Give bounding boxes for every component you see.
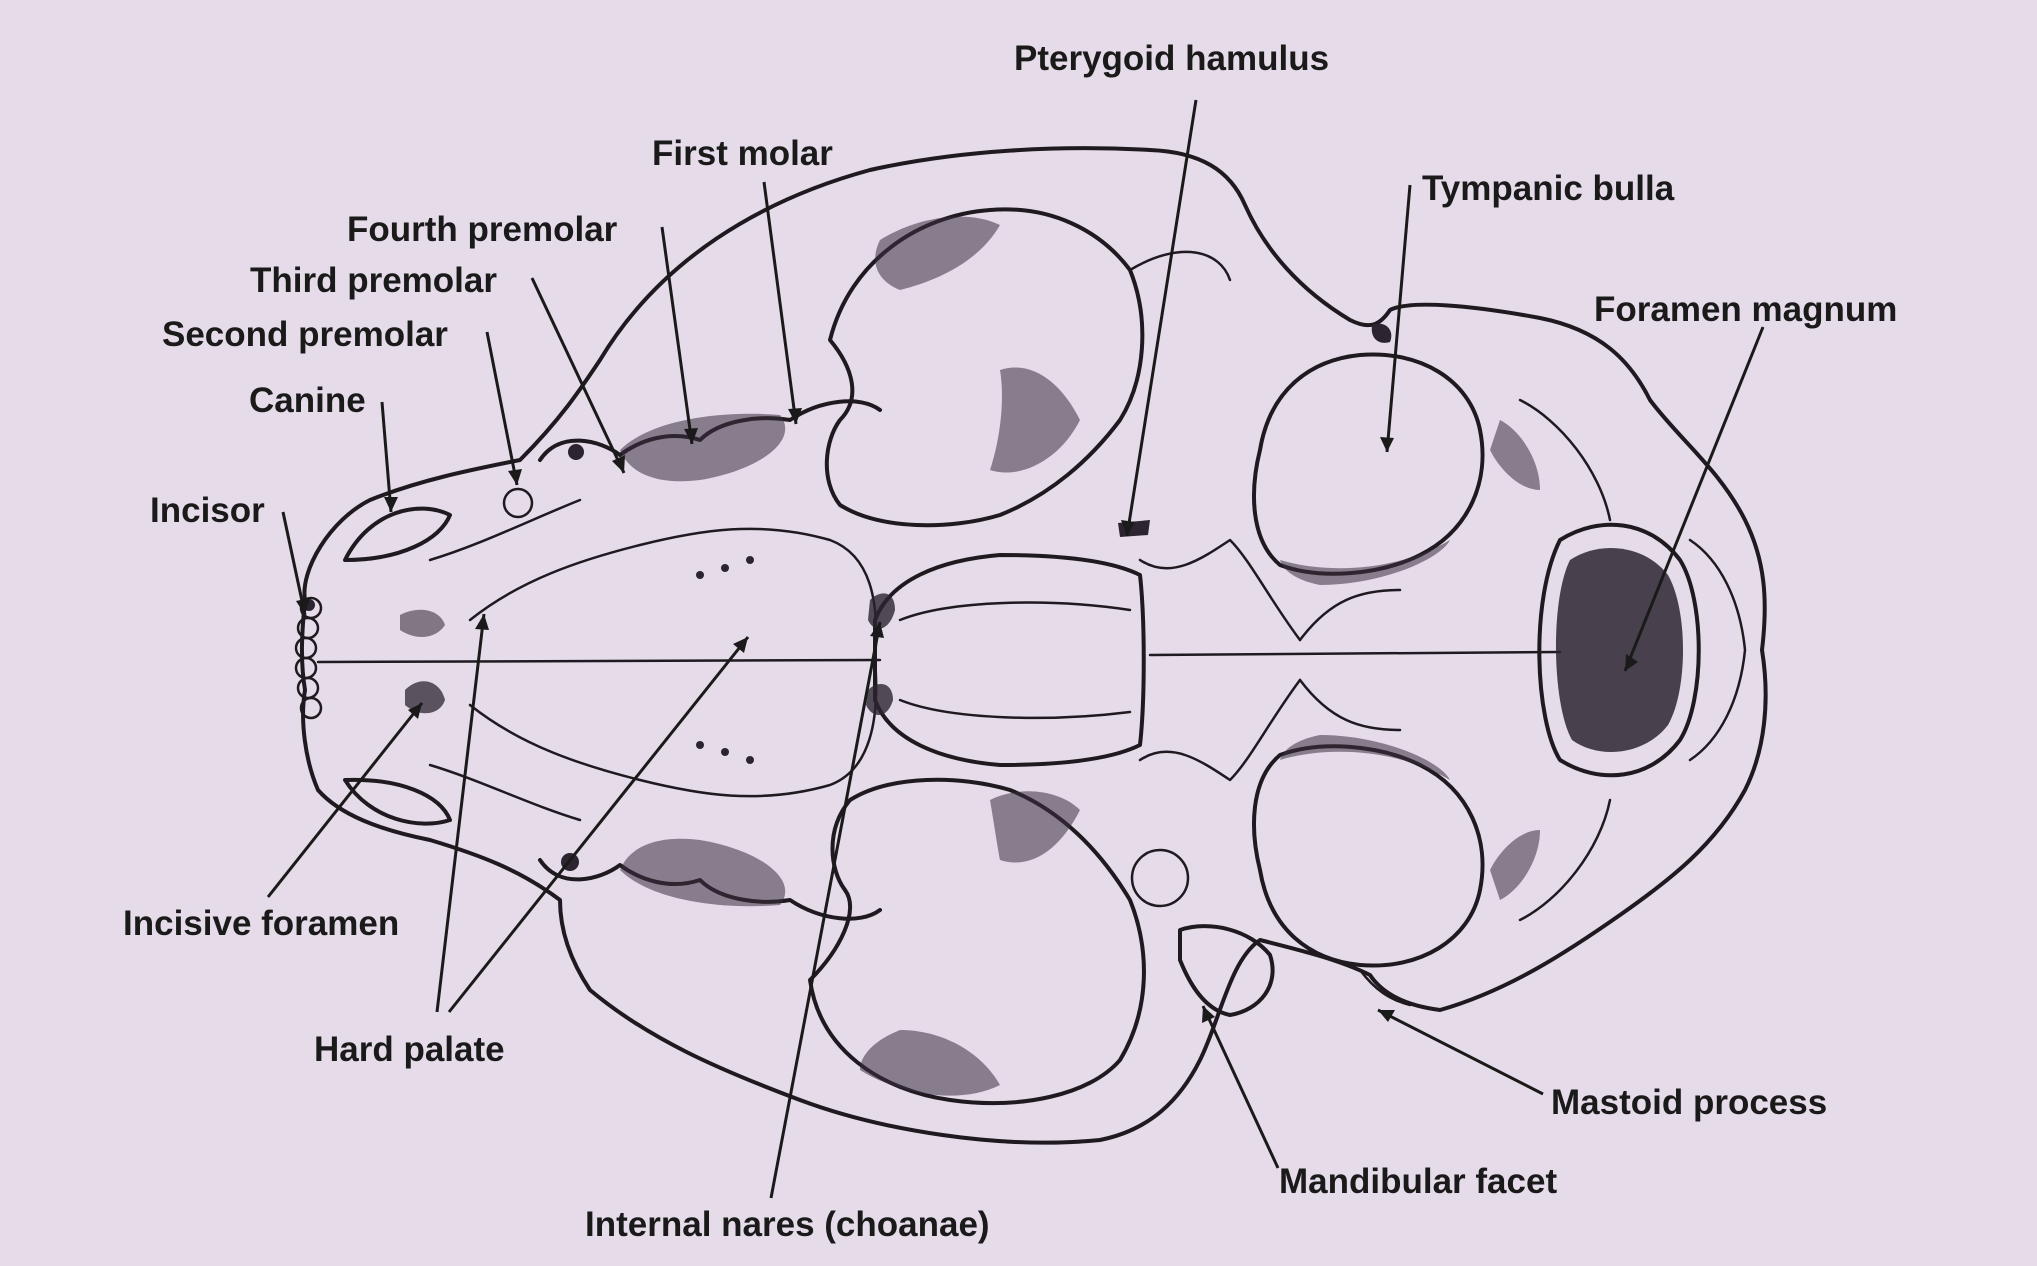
leader-hard-palate-1 — [435, 613, 486, 1013]
canine-lower — [343, 777, 452, 826]
label-incisive-foramen: Incisive foramen — [123, 904, 399, 943]
choanae — [873, 553, 1146, 767]
labels: Pterygoid hamulus First molar Tympanic b… — [123, 39, 1897, 1244]
label-pterygoid-hamulus: Pterygoid hamulus — [1014, 39, 1329, 78]
label-internal-nares: Internal nares (choanae) — [585, 1205, 990, 1244]
label-third-premolar: Third premolar — [250, 261, 497, 300]
mandibular-facet-shape — [1178, 924, 1275, 1017]
label-tympanic-bulla: Tympanic bulla — [1422, 169, 1675, 208]
leader-third-premolar — [530, 277, 626, 474]
leader-incisor — [281, 511, 307, 616]
label-incisor: Incisor — [150, 491, 265, 530]
lower-zygomatic-opening — [808, 777, 1146, 1106]
leader-mastoid-process — [1377, 1008, 1544, 1096]
leader-lines — [266, 99, 1765, 1199]
canine-upper — [343, 506, 452, 562]
label-second-premolar: Second premolar — [162, 315, 448, 354]
leader-incisive-foramen — [266, 702, 424, 898]
leader-foramen-magnum — [1623, 326, 1765, 672]
hard-palate-outline — [468, 527, 878, 798]
leader-tympanic-bulla — [1385, 184, 1412, 453]
label-canine: Canine — [249, 381, 366, 420]
incisor-row — [294, 596, 323, 720]
label-first-molar: First molar — [652, 134, 833, 173]
leader-internal-nares — [769, 621, 882, 1199]
leader-hard-palate-2 — [447, 636, 750, 1013]
palatine-foramina — [696, 556, 754, 764]
tympanic-bulla-lower — [1252, 744, 1485, 968]
label-mastoid-process: Mastoid process — [1551, 1083, 1827, 1122]
leader-mandibular-facet — [1201, 1005, 1280, 1169]
incisive-foramen-shape — [405, 681, 445, 714]
label-foramen-magnum: Foramen magnum — [1594, 290, 1897, 329]
upper-zygomatic-opening — [824, 207, 1145, 528]
leader-first-molar — [762, 181, 798, 425]
skull-drawing — [294, 146, 1768, 1145]
leader-second-premolar — [485, 331, 519, 486]
midline-anterior — [316, 658, 882, 664]
skull-outline — [299, 146, 1768, 1145]
label-mandibular-facet: Mandibular facet — [1279, 1162, 1557, 1201]
foramen-magnum-shape — [1537, 522, 1701, 778]
arrowheads — [296, 408, 1638, 1023]
label-fourth-premolar: Fourth premolar — [347, 210, 618, 249]
midline-posterior — [1148, 650, 1562, 657]
leader-canine — [380, 401, 393, 513]
label-hard-palate: Hard palate — [314, 1030, 505, 1069]
tympanic-bulla-upper — [1252, 352, 1485, 576]
leader-pterygoid-hamulus — [1125, 99, 1198, 537]
leader-fourth-premolar — [660, 226, 694, 445]
